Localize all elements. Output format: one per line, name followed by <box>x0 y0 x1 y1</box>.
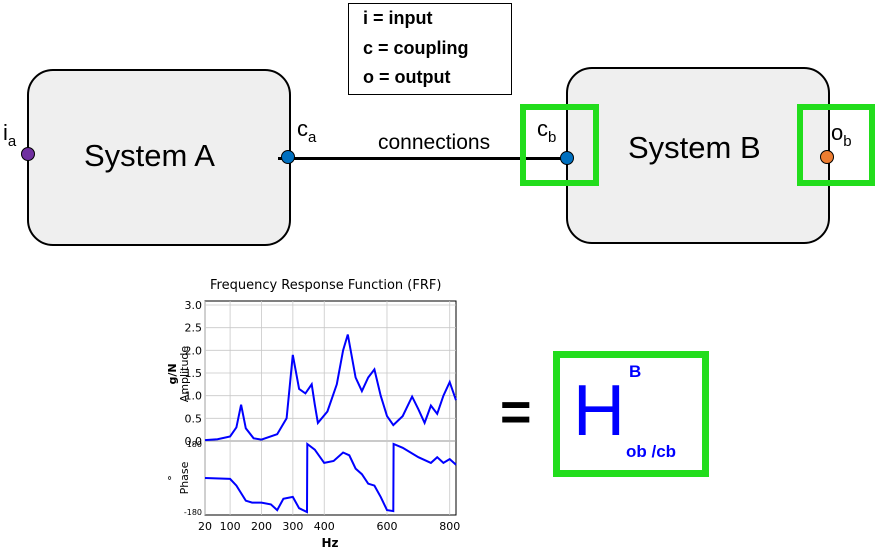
connection-line <box>278 157 568 160</box>
system-a-label: System A <box>84 138 215 173</box>
legend-output: o = output <box>363 67 451 87</box>
h-subscript: ob /cb <box>626 442 677 461</box>
frf-chart: 3.0 2.5 2.0 1.5 1.0 0.5 0.0 180 -180 20 100 200 30… <box>166 299 460 550</box>
amplitude-tick-labels: 3.0 2.5 2.0 1.5 1.0 0.5 0.0 <box>185 299 203 448</box>
phase-tick-label: -180 <box>184 508 202 517</box>
legend-input: i = input <box>363 8 433 28</box>
amplitude-tick-label: 0.5 <box>185 412 203 425</box>
phase-tick-label: 180 <box>187 440 202 449</box>
coupling-b-port <box>560 151 574 165</box>
system-b-block <box>566 67 830 244</box>
phase-series-line <box>204 441 457 514</box>
x-tick-label: 600 <box>376 520 397 533</box>
output-port <box>820 150 834 164</box>
x-tick-label: 800 <box>439 520 460 533</box>
phase-tick-labels: 180 -180 <box>184 440 202 517</box>
x-tick-label: 20 <box>198 520 212 533</box>
x-axis-label: Hz <box>321 536 338 550</box>
amplitude-tick-label: 1.5 <box>185 367 203 380</box>
phase-plot-frame <box>204 440 457 516</box>
amplitude-tick-label: 2.0 <box>185 344 203 357</box>
connection-label: connections <box>378 131 491 154</box>
x-tick-label: 100 <box>220 520 241 533</box>
h-term-box <box>553 351 709 477</box>
amplitude-tick-label: 0.0 <box>185 435 203 448</box>
output-port-label: ob <box>831 120 852 150</box>
h-superscript: B <box>629 362 642 381</box>
h-symbol: H <box>573 371 625 451</box>
system-a-block <box>27 69 291 246</box>
output-b-highlight <box>797 104 875 186</box>
input-port <box>21 147 35 161</box>
amplitude-axis-label: Amplitude <box>178 346 191 403</box>
phase-units-label: ° <box>166 475 179 481</box>
coupling-a-port <box>281 150 295 164</box>
x-tick-label: 400 <box>314 520 335 533</box>
x-tick-label: 300 <box>282 520 303 533</box>
system-b-label: System B <box>628 130 761 165</box>
coupling-a-port-label: ca <box>297 116 317 146</box>
equals-sign: = <box>500 382 532 442</box>
coupling-b-highlight <box>520 104 599 186</box>
amplitude-series-line <box>204 334 457 442</box>
frf-grid <box>204 301 456 515</box>
phase-axis-label: Phase <box>178 461 191 494</box>
amplitude-plot-frame <box>204 300 457 442</box>
x-tick-label: 200 <box>251 520 272 533</box>
amplitude-tick-label: 3.0 <box>185 299 203 312</box>
legend-coupling: c = coupling <box>363 38 469 58</box>
amplitude-units-label: g/N <box>166 363 179 384</box>
coupling-b-port-label: cb <box>537 116 557 146</box>
amplitude-tick-label: 2.5 <box>185 322 203 335</box>
amplitude-tick-label: 1.0 <box>185 390 203 403</box>
input-port-label: ia <box>3 120 17 150</box>
legend-box: i = input c = coupling o = output <box>348 3 512 95</box>
frf-title: Frequency Response Function (FRF) <box>210 278 442 293</box>
x-tick-labels: 20 100 200 300 400 600 800 <box>198 520 460 533</box>
